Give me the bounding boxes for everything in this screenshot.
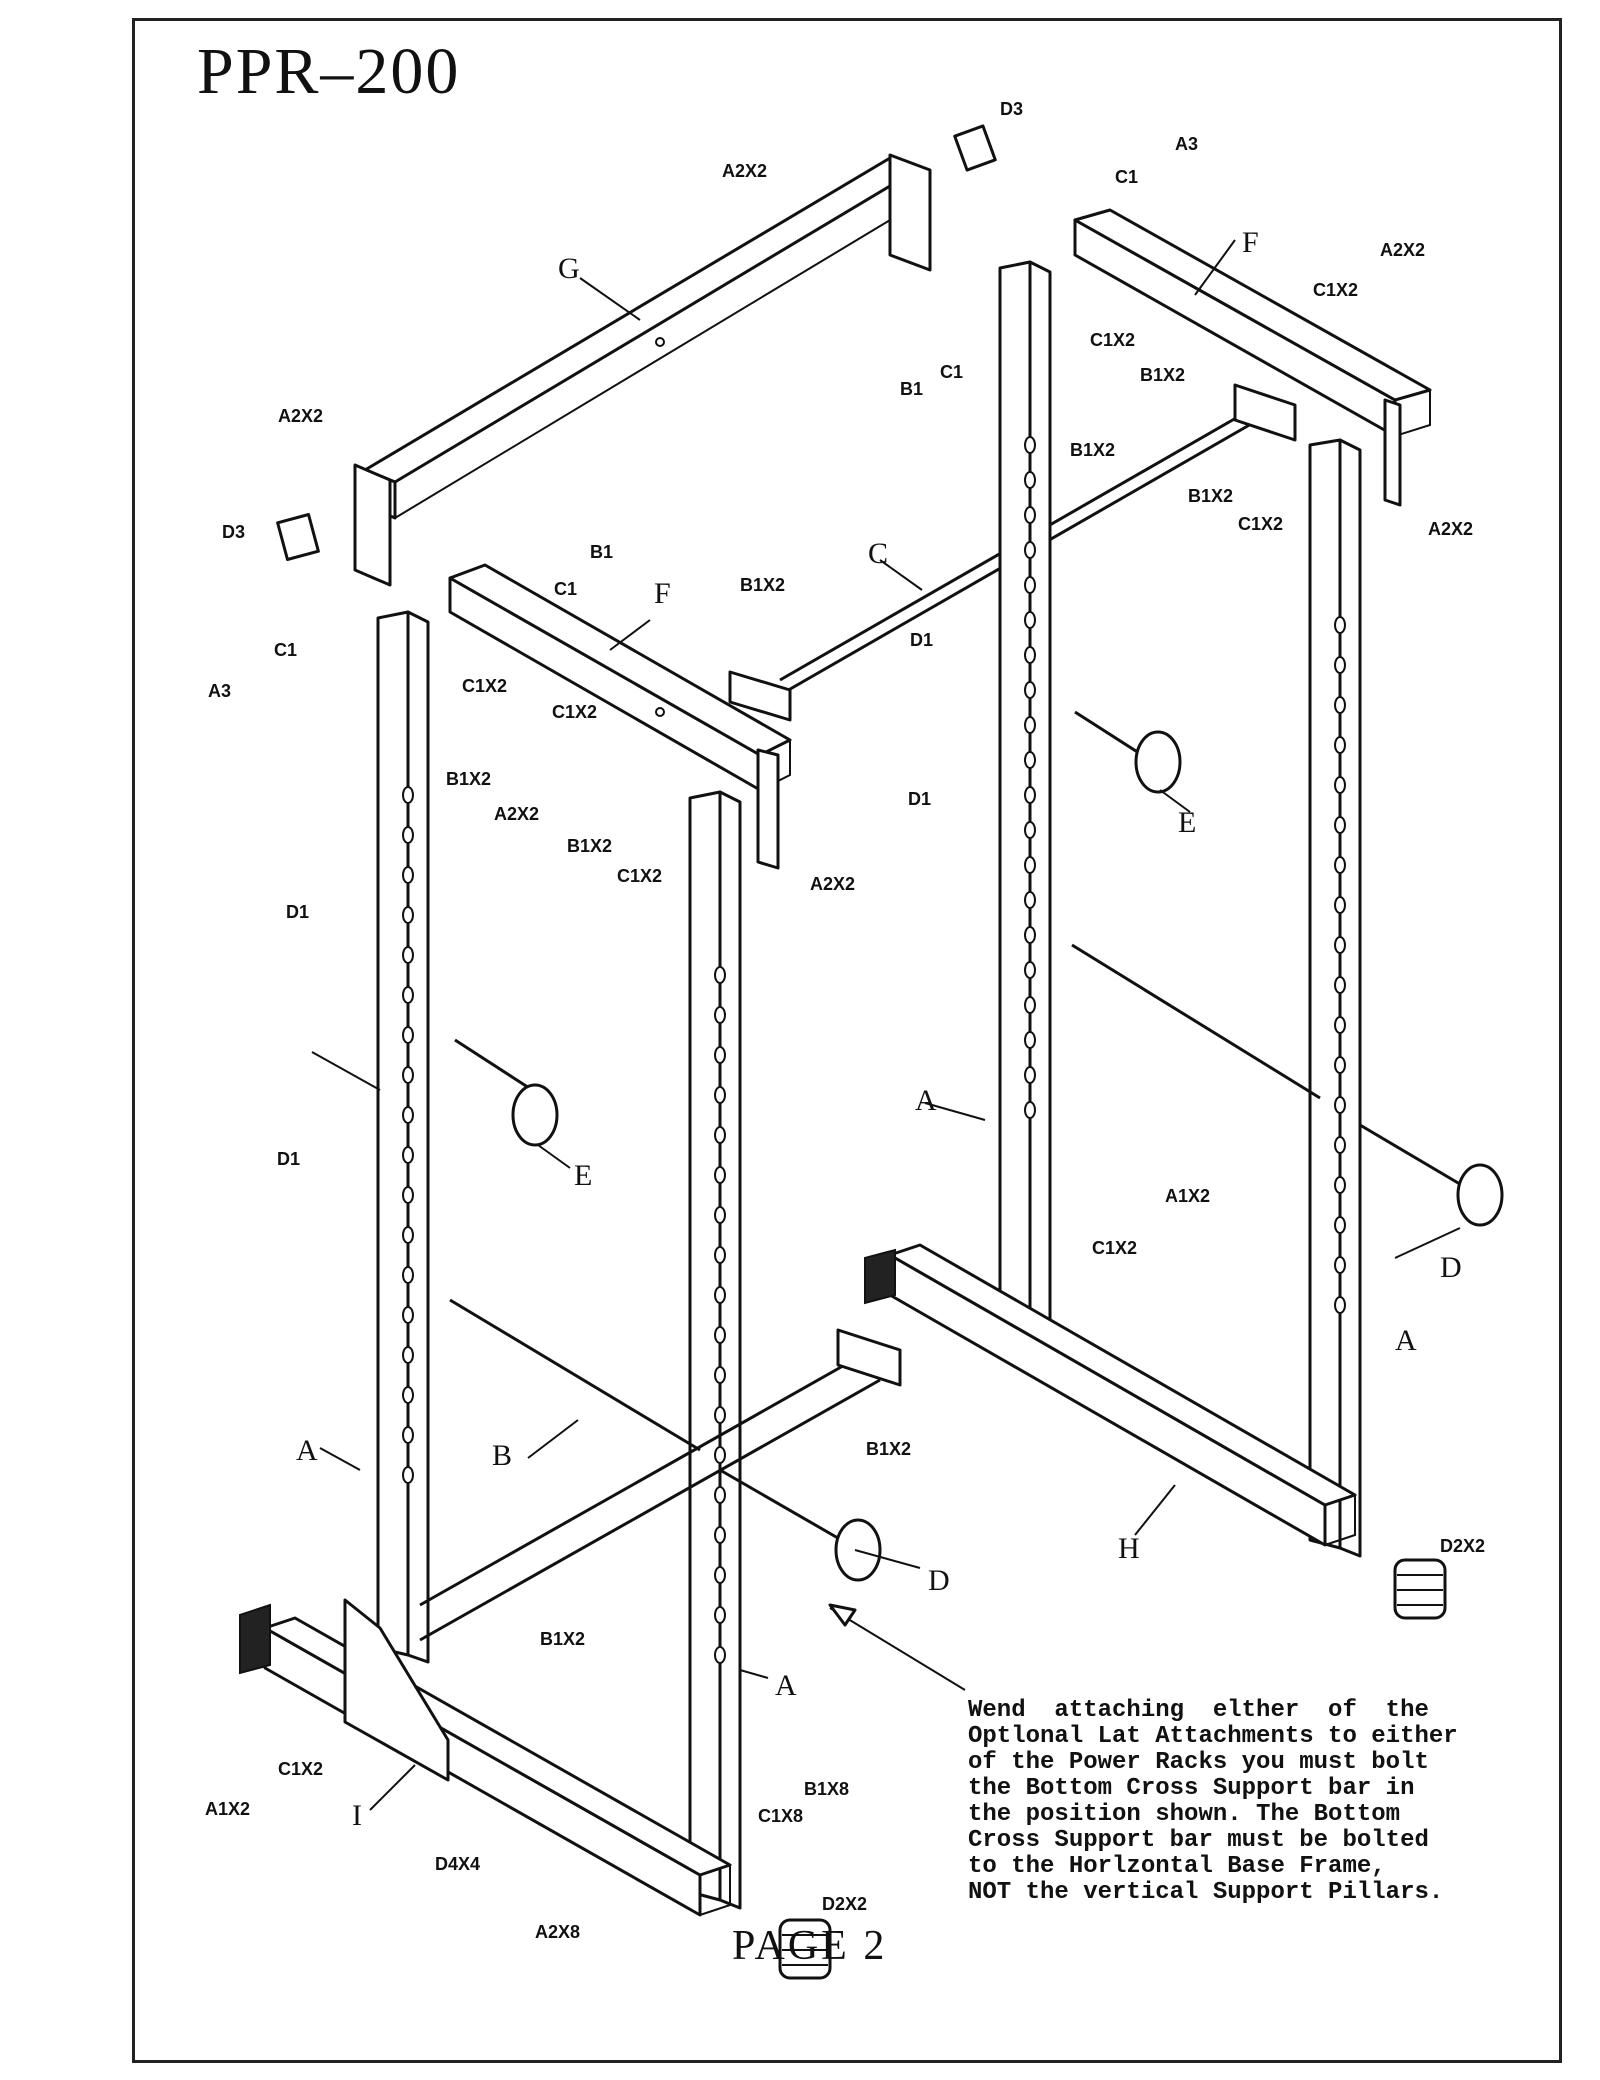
label-a2x2-front-right: A2X2 bbox=[810, 874, 855, 894]
label-i: I bbox=[352, 1799, 362, 1832]
note-line: Cross Support bar must be bolted bbox=[968, 1827, 1429, 1854]
page-number: PAGE 2 bbox=[732, 1923, 888, 1969]
label-e-right: E bbox=[1178, 806, 1196, 839]
pin-e-right bbox=[1074, 710, 1182, 794]
upright-rear-right bbox=[1308, 438, 1362, 1558]
label-a-front: A bbox=[775, 1669, 797, 1702]
label-h: H bbox=[1118, 1532, 1140, 1565]
label-b: B bbox=[492, 1439, 512, 1472]
label-a3-top: A3 bbox=[1175, 134, 1198, 154]
label-d4x4: D4X4 bbox=[435, 1854, 480, 1874]
bracket-g-left bbox=[353, 463, 392, 587]
label-b1x2-base: B1X2 bbox=[866, 1439, 911, 1459]
label-d-right: D bbox=[1440, 1251, 1462, 1284]
note-line: of the Power Racks you must bolt bbox=[968, 1749, 1429, 1776]
upright-front-right bbox=[688, 790, 742, 1910]
note-line: the Bottom Cross Support bar in bbox=[968, 1775, 1415, 1802]
label-a1x2-bottom-left: A1X2 bbox=[205, 1799, 250, 1819]
label-a-left: A bbox=[296, 1434, 318, 1467]
leader-lines bbox=[311, 239, 1461, 1811]
label-c1-left: C1 bbox=[554, 579, 577, 599]
foot-right bbox=[1393, 1558, 1447, 1620]
label-a-rear: A bbox=[915, 1084, 937, 1117]
label-b1x2-bottom: B1X2 bbox=[540, 1629, 585, 1649]
label-d1-mid-right: D1 bbox=[908, 789, 931, 809]
label-b1-left: B1 bbox=[590, 542, 613, 562]
label-d3-left: D3 bbox=[222, 522, 245, 542]
label-c1x2-bottom-left: C1X2 bbox=[278, 1759, 323, 1779]
pin-e-left bbox=[454, 1038, 559, 1147]
safety-bar-left bbox=[449, 1298, 701, 1452]
label-b1x2-left: B1X2 bbox=[446, 769, 491, 789]
pin-d-right bbox=[1359, 1123, 1504, 1227]
label-c1x2-right-top: C1X2 bbox=[1313, 280, 1358, 300]
upright-front-left bbox=[376, 610, 430, 1664]
label-c1x2-front2: C1X2 bbox=[617, 866, 662, 886]
upright-rear-left bbox=[998, 260, 1052, 1370]
label-a2x8: A2X8 bbox=[535, 1922, 580, 1942]
cap-d3-left bbox=[276, 513, 320, 561]
label-d2x2-right: D2X2 bbox=[1440, 1536, 1485, 1556]
label-c1x2-front: C1X2 bbox=[552, 702, 597, 722]
label-b1x2-right: B1X2 bbox=[1070, 440, 1115, 460]
label-c: C bbox=[868, 537, 888, 570]
label-d1-left-lower: D1 bbox=[277, 1149, 300, 1169]
label-b1-center: B1 bbox=[900, 379, 923, 399]
pin-d-front bbox=[719, 1468, 882, 1582]
crossbar-b bbox=[419, 1328, 902, 1642]
label-c1x2-left: C1X2 bbox=[462, 676, 507, 696]
cap-d3-top bbox=[953, 124, 997, 172]
label-d2x2-front: D2X2 bbox=[822, 1894, 867, 1914]
base-h bbox=[864, 1243, 1357, 1547]
label-c1-center: C1 bbox=[940, 362, 963, 382]
note-line: to the Horlzontal Base Frame, bbox=[968, 1853, 1386, 1880]
note-arrowhead bbox=[828, 1603, 857, 1627]
top-bar-g bbox=[363, 156, 922, 520]
note-line: Optlonal Lat Attachments to either bbox=[968, 1723, 1458, 1750]
label-b1x2-front: B1X2 bbox=[567, 836, 612, 856]
label-b1x2-mid: B1X2 bbox=[1140, 365, 1185, 385]
label-c1-top: C1 bbox=[1115, 167, 1138, 187]
label-f-left: F bbox=[654, 577, 671, 610]
page-border bbox=[132, 18, 1562, 2063]
note-arrow bbox=[829, 1607, 966, 1691]
assembly-note: Wend attaching elther of the Optlonal La… bbox=[968, 1698, 1488, 1906]
label-c1-far-left: C1 bbox=[274, 640, 297, 660]
label-a3-left: A3 bbox=[208, 681, 231, 701]
label-c1x2-mid: C1X2 bbox=[1090, 330, 1135, 350]
label-a-right: A bbox=[1395, 1324, 1417, 1357]
label-a2x2-front: A2X2 bbox=[494, 804, 539, 824]
top-bar-f-left bbox=[448, 563, 792, 870]
label-a2x2-right-far: A2X2 bbox=[1428, 519, 1473, 539]
label-e-left: E bbox=[574, 1159, 592, 1192]
label-f-top: F bbox=[1242, 226, 1259, 259]
label-d3-top: D3 bbox=[1000, 99, 1023, 119]
label-a2x2-top: A2X2 bbox=[722, 161, 767, 181]
safety-bar-right bbox=[1071, 943, 1321, 1100]
label-d-front: D bbox=[928, 1564, 950, 1597]
label-b1x2-crossbar: B1X2 bbox=[740, 575, 785, 595]
label-a1x2-rear: A1X2 bbox=[1165, 1186, 1210, 1206]
upright-holes bbox=[402, 436, 1346, 1664]
label-g: G bbox=[558, 252, 580, 285]
note-line: NOT the vertical Support Pillars. bbox=[968, 1879, 1444, 1906]
foot-front bbox=[778, 1918, 832, 1980]
base-i bbox=[239, 1598, 732, 1917]
label-b1x8: B1X8 bbox=[804, 1779, 849, 1799]
top-bar-f-right bbox=[1073, 208, 1432, 507]
label-a2x2-left: A2X2 bbox=[278, 406, 323, 426]
label-a2x2-right-top: A2X2 bbox=[1380, 240, 1425, 260]
bracket-g-right bbox=[888, 153, 932, 272]
label-d1-left-upper: D1 bbox=[286, 902, 309, 922]
label-d1-upper-right: D1 bbox=[910, 630, 933, 650]
label-b1x2-right2: B1X2 bbox=[1188, 486, 1233, 506]
label-c1x8: C1X8 bbox=[758, 1806, 803, 1826]
label-c1x2-rear: C1X2 bbox=[1092, 1238, 1137, 1258]
diagram-title: PPR–200 bbox=[197, 35, 461, 108]
note-line: the position shown. The Bottom bbox=[968, 1801, 1401, 1828]
label-c1x2-right2: C1X2 bbox=[1238, 514, 1283, 534]
note-line: Wend attaching elther of the bbox=[968, 1697, 1429, 1724]
